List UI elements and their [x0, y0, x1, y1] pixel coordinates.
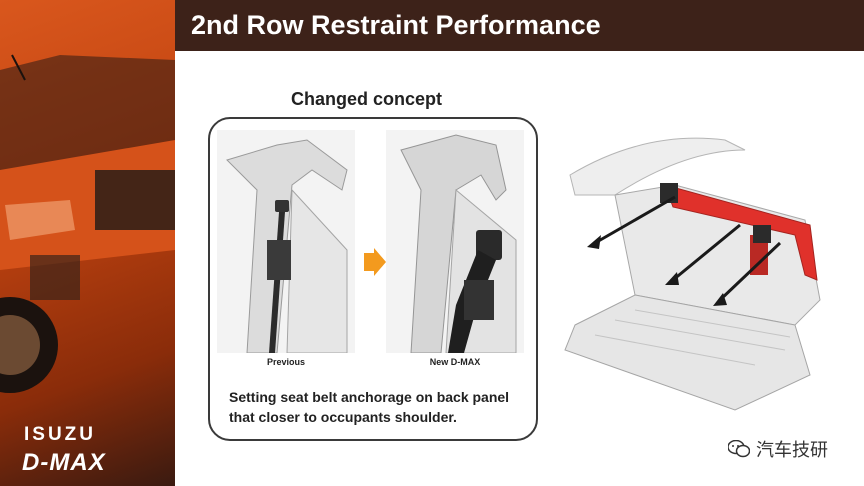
- wechat-watermark: 汽车技研: [728, 436, 828, 462]
- truck-photo: [0, 54, 175, 393]
- description-line-2: that closer to occupants shoulder.: [229, 409, 457, 425]
- isuzu-logo-text: ISUZU: [24, 424, 96, 445]
- title-bar: 2nd Row Restraint Performance: [175, 0, 864, 51]
- new-dmax-anchorage-image: [386, 130, 524, 353]
- orange-right-arrow-icon: [364, 248, 386, 276]
- previous-anchorage-image: [217, 130, 355, 353]
- dmax-logo-text: D-MAX: [22, 449, 106, 476]
- concept-heading: Changed concept: [291, 89, 443, 109]
- previous-caption: Previous: [266, 357, 306, 367]
- new-dmax-caption: New D-MAX: [429, 357, 481, 367]
- wechat-icon: [728, 440, 750, 458]
- description-line-1: Setting seat belt anchorage on back pane…: [229, 389, 510, 405]
- cab-back-panel-illustration: [564, 137, 821, 411]
- watermark-text: 汽车技研: [756, 440, 828, 460]
- description-text: Setting seat belt anchorage on back pane…: [229, 387, 529, 427]
- truck-photo-panel: ISUZU D-MAX: [0, 0, 175, 486]
- slide-title: 2nd Row Restraint Performance: [191, 10, 601, 40]
